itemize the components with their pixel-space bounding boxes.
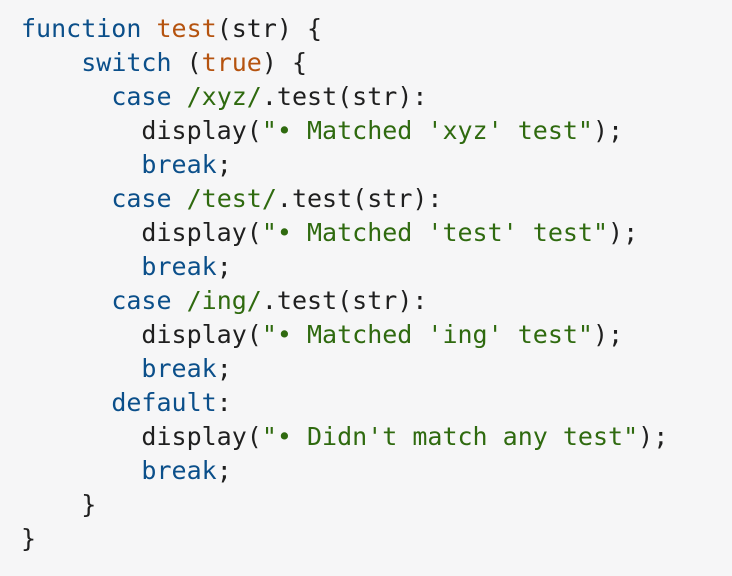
code-token-punct: .test(str):	[276, 184, 443, 213]
code-indent	[21, 218, 141, 247]
code-token-keyword: default	[111, 388, 217, 417]
code-line: display("• Didn't match any test");	[21, 420, 732, 454]
code-token-punct: ;	[216, 150, 232, 179]
code-line: }	[21, 488, 732, 522]
code-indent	[21, 320, 141, 349]
code-indent	[21, 48, 81, 77]
code-token-string: "• Matched 'xyz' test"	[261, 116, 593, 145]
code-token-keyword: break	[141, 456, 217, 485]
code-indent	[21, 456, 141, 485]
code-token-keyword: break	[141, 354, 217, 383]
code-token-plain	[172, 184, 187, 213]
code-token-regex: /test/	[186, 184, 277, 213]
code-token-punct: .test(str):	[261, 82, 428, 111]
code-token-string: "• Matched 'ing' test"	[261, 320, 593, 349]
code-line: }	[21, 522, 732, 556]
code-token-punct: );	[608, 218, 639, 247]
code-token-keyword: break	[141, 150, 217, 179]
code-token-plain	[172, 286, 187, 315]
code-token-regex: /ing/	[186, 286, 262, 315]
code-token-plain: display(	[141, 116, 262, 145]
code-token-function-name: test	[156, 14, 217, 43]
code-token-punct: }	[21, 524, 37, 553]
code-token-punct: ) {	[261, 48, 308, 77]
code-indent	[21, 286, 111, 315]
code-line: case /test/.test(str):	[21, 182, 732, 216]
code-token-punct: (str) {	[216, 14, 323, 43]
code-token-punct: (	[171, 48, 202, 77]
code-line: break;	[21, 454, 732, 488]
code-token-punct: ;	[216, 252, 232, 281]
code-indent	[21, 184, 111, 213]
code-token-punct: :	[216, 388, 232, 417]
code-token-keyword: case	[111, 286, 172, 315]
code-token-string: "• Matched 'test' test"	[261, 218, 609, 247]
code-indent	[21, 116, 141, 145]
code-line: function test(str) {	[21, 12, 732, 46]
code-token-plain: display(	[141, 422, 262, 451]
code-token-keyword: switch	[81, 48, 172, 77]
code-indent	[21, 252, 141, 281]
code-token-plain	[172, 82, 187, 111]
code-line: break;	[21, 352, 732, 386]
code-token-keyword: function	[21, 14, 142, 43]
code-indent	[21, 490, 81, 519]
code-token-punct: );	[592, 320, 624, 349]
code-token-keyword: break	[141, 252, 217, 281]
code-line: break;	[21, 148, 732, 182]
code-token-punct: ;	[216, 354, 232, 383]
code-token-plain: display(	[141, 320, 262, 349]
code-line: display("• Matched 'ing' test");	[21, 318, 732, 352]
code-token-plain	[141, 14, 156, 43]
code-token-plain: display(	[141, 218, 262, 247]
code-indent	[21, 150, 141, 179]
code-token-punct: );	[638, 422, 669, 451]
code-line: switch (true) {	[21, 46, 732, 80]
code-token-keyword: case	[111, 184, 172, 213]
code-token-keyword: case	[111, 82, 172, 111]
code-token-string: "• Didn't match any test"	[261, 422, 639, 451]
code-token-literal: true	[201, 48, 262, 77]
code-indent	[21, 354, 141, 383]
code-indent	[21, 422, 141, 451]
code-line: display("• Matched 'test' test");	[21, 216, 732, 250]
code-line: default:	[21, 386, 732, 420]
code-token-regex: /xyz/	[186, 82, 262, 111]
code-line: break;	[21, 250, 732, 284]
code-token-punct: ;	[216, 456, 232, 485]
code-token-punct: );	[592, 116, 624, 145]
code-line: case /ing/.test(str):	[21, 284, 732, 318]
code-token-punct: .test(str):	[261, 286, 428, 315]
code-line: case /xyz/.test(str):	[21, 80, 732, 114]
code-indent	[21, 388, 111, 417]
code-indent	[21, 82, 111, 111]
code-line: display("• Matched 'xyz' test");	[21, 114, 732, 148]
code-token-punct: }	[81, 490, 97, 519]
